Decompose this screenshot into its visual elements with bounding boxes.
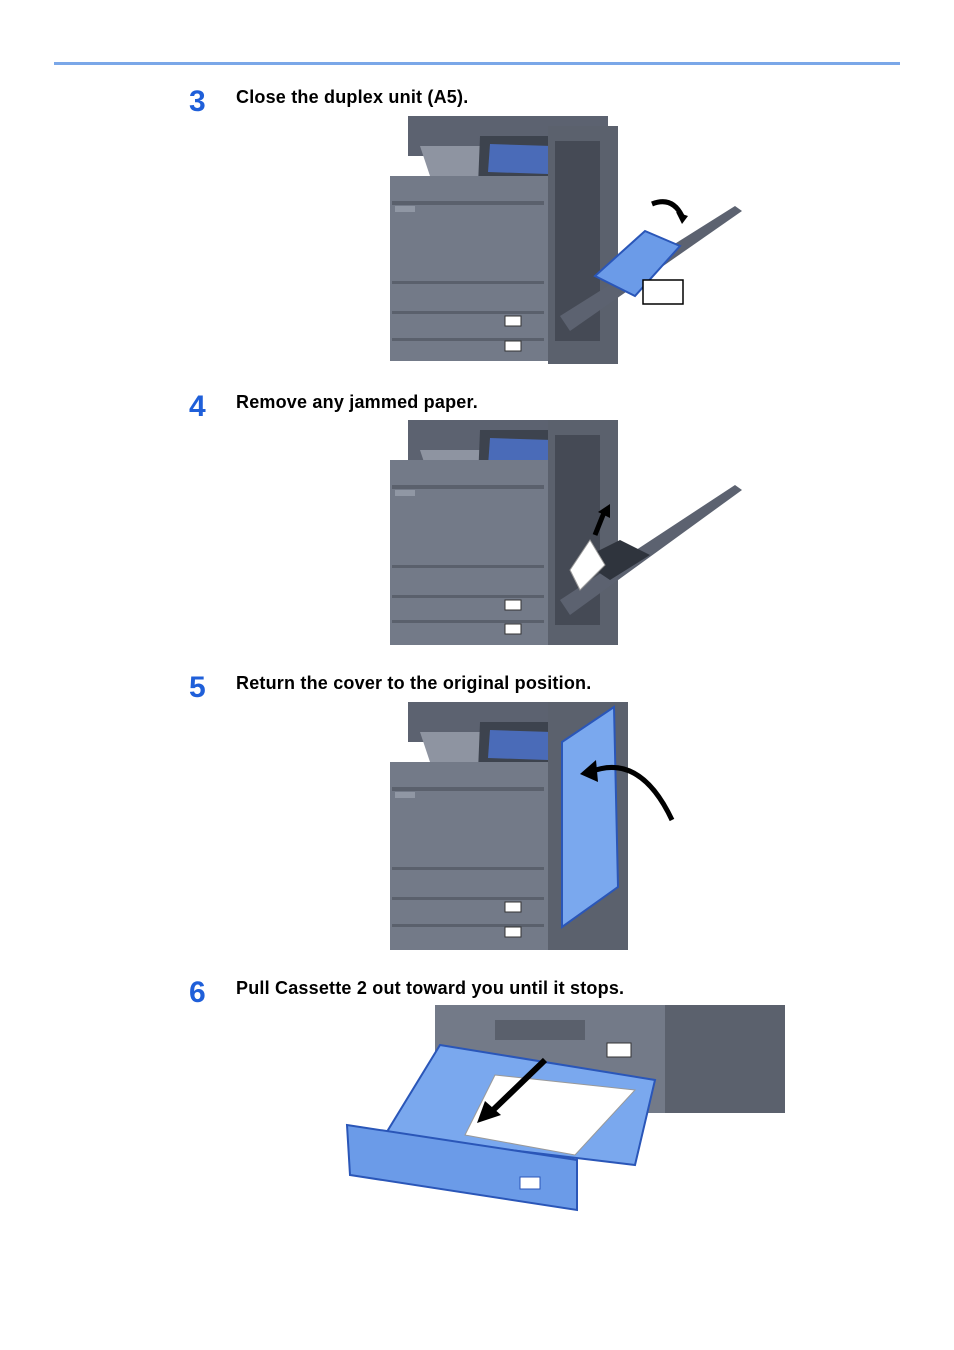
- step-4-text: Remove any jammed paper.: [236, 392, 478, 412]
- side-cover-highlight: [561, 705, 620, 929]
- open-side-cover: [560, 485, 742, 615]
- printer-body: [390, 420, 618, 645]
- step-4-illustration: [390, 420, 745, 648]
- duplex-unit-highlight: [593, 229, 682, 298]
- step-3-text: Close the duplex unit (A5).: [236, 87, 469, 107]
- step-5-illustration: [390, 702, 690, 952]
- printer-duplex-closing-illustration: [390, 116, 742, 364]
- curved-arrow-icon: [651, 199, 685, 218]
- step-5-text: Return the cover to the original positio…: [236, 673, 592, 693]
- step-3-number: 3: [189, 85, 206, 118]
- printer-body: [390, 116, 618, 364]
- step-6-illustration: [345, 1005, 790, 1213]
- step-6-text: Pull Cassette 2 out toward you until it …: [236, 978, 625, 998]
- step-3-illustration: [390, 116, 745, 366]
- header-rule: [54, 62, 900, 65]
- printer-cover-closing-illustration: [390, 702, 675, 950]
- label-box: [642, 279, 684, 305]
- cassette-pull-illustration: [345, 1005, 785, 1212]
- step-5-number: 5: [189, 671, 206, 704]
- jammed-paper: [569, 539, 606, 591]
- straight-arrow-icon: [487, 1057, 548, 1116]
- printer-jammed-paper-illustration: [390, 420, 742, 645]
- curved-arrow-icon: [589, 765, 675, 822]
- step-6-number: 6: [189, 976, 206, 1009]
- step-4-number: 4: [189, 390, 206, 423]
